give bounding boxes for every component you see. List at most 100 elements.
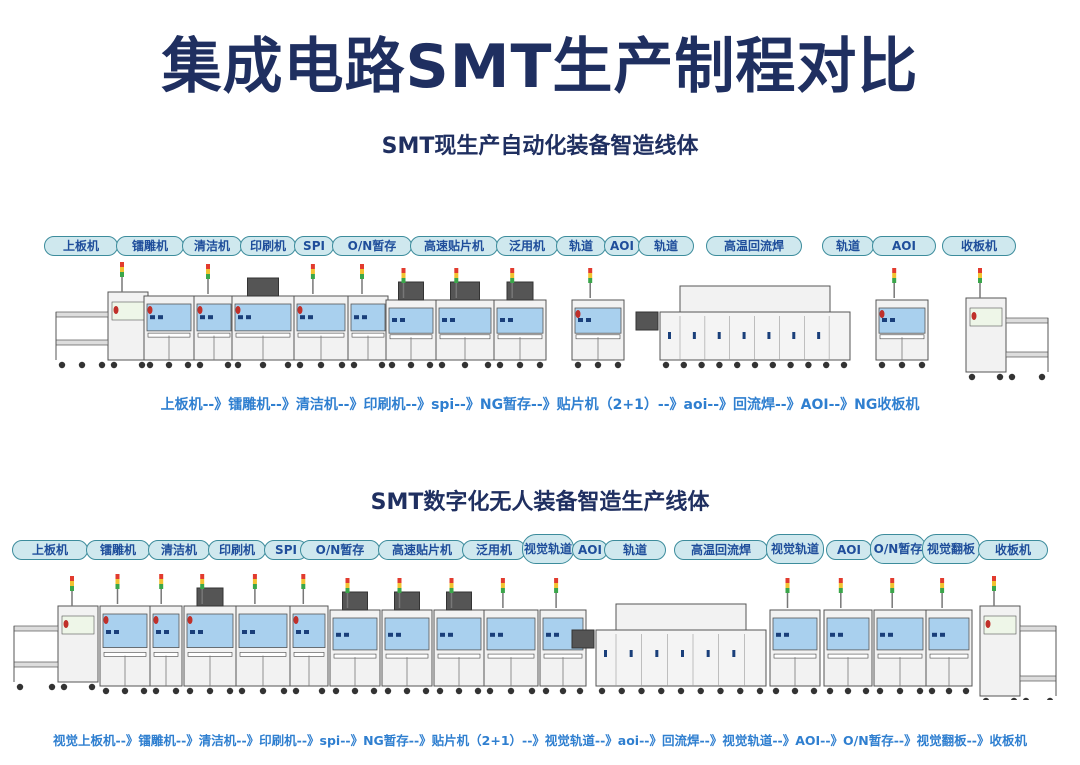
signal-lamp-yellow <box>301 579 306 584</box>
machine-indicator <box>400 318 405 322</box>
signal-lamp-yellow <box>785 583 790 588</box>
signal-lamp-red <box>785 578 790 583</box>
machine-indicator <box>156 630 161 634</box>
machine-wheel <box>426 361 434 369</box>
machine-indicator <box>114 630 119 634</box>
machine-wheel <box>165 361 173 369</box>
oven-control <box>767 332 771 339</box>
machine-wheel <box>378 361 386 369</box>
machine-stop-button <box>187 616 193 624</box>
machine-wheel <box>338 361 346 369</box>
signal-lamp-green <box>159 584 164 589</box>
machine-indicator <box>838 632 843 637</box>
machine-wheel <box>598 687 606 695</box>
line1-label: 轨道 <box>638 236 694 256</box>
placement-head <box>398 281 424 301</box>
machine-indicator <box>238 315 243 320</box>
machine-wheel <box>756 687 764 695</box>
signal-lamp-green <box>449 588 454 593</box>
line2-label: 高速贴片机 <box>378 540 466 560</box>
line2-label: 视觉轨道 <box>522 534 574 564</box>
machine-wheel <box>172 687 180 695</box>
machine-wheel <box>296 361 304 369</box>
signal-lamp-red <box>554 578 559 583</box>
line2-label: AOI <box>572 540 608 560</box>
signal-lamp-green <box>892 278 897 283</box>
machine-wheel <box>110 361 118 369</box>
machine-wheel <box>186 687 194 695</box>
oven-monitor <box>635 311 659 331</box>
machine-wheel <box>559 687 567 695</box>
signal-lamp-red <box>838 578 843 583</box>
machine-wheel <box>945 687 953 695</box>
machine-wheel <box>1022 697 1030 700</box>
machine-wheel <box>496 361 504 369</box>
signal-lamp-red <box>252 574 257 579</box>
magazine-rack <box>1005 351 1049 358</box>
line2-label: 上板机 <box>12 540 88 560</box>
machine-wheel <box>284 361 292 369</box>
line1-label: SPI <box>294 236 334 256</box>
machine-indicator <box>164 630 169 634</box>
machine-indicator <box>880 632 885 637</box>
machine-wheel <box>1046 697 1054 700</box>
machine-indicator <box>442 318 447 322</box>
signal-lamp-yellow <box>345 583 350 588</box>
machine-indicator <box>336 632 341 637</box>
oven-monitor <box>571 629 595 649</box>
machine-indicator <box>776 632 781 637</box>
line1-label: 清洁机 <box>182 236 242 256</box>
machine-wheel <box>968 373 976 381</box>
machine-wheel <box>918 361 926 369</box>
machine-indicator <box>308 315 313 320</box>
signal-lamp-yellow <box>159 579 164 584</box>
loader-panel <box>983 615 1017 635</box>
loader-panel <box>61 615 95 635</box>
machine-wheel <box>370 687 378 695</box>
signal-lamp-green <box>120 272 124 277</box>
machine-wheel <box>238 687 246 695</box>
machine-wheel <box>982 697 990 700</box>
signal-lamp-green <box>401 278 406 283</box>
machine-indicator <box>440 632 445 637</box>
line2-equipment-illustration <box>13 574 1057 700</box>
signal-lamp-green <box>360 274 364 279</box>
machine-indicator <box>498 632 503 637</box>
machine-indicator <box>296 630 301 634</box>
oven-control <box>742 332 746 339</box>
machine-wheel <box>234 361 242 369</box>
line2-label: O/N暂存 <box>870 534 926 564</box>
machine-stop-button <box>153 616 159 624</box>
machine-wheel <box>697 687 704 695</box>
machine-wheel <box>138 361 146 369</box>
line2-label: 高温回流焊 <box>674 540 768 560</box>
machine-stop-button <box>575 310 581 318</box>
line2-label: 收板机 <box>978 540 1048 560</box>
signal-lamp-green <box>500 588 505 593</box>
machine-wheel <box>898 361 906 369</box>
signal-lamp-yellow <box>206 269 210 274</box>
page-title: 集成电路SMT生产制程对比 <box>161 32 919 102</box>
signal-lamp-red <box>345 578 350 583</box>
signal-lamp-yellow <box>940 583 945 588</box>
machine-wheel <box>840 361 848 369</box>
machine-wheel <box>536 361 544 369</box>
oven-control <box>604 650 607 657</box>
signal-lamp-green <box>785 588 790 593</box>
line1-labels: 上板机 镭雕机 清洁机 印刷机 SPI O/N暂存 高速贴片机 泛用机 轨道 A… <box>0 236 1080 266</box>
machine-wheel <box>461 361 469 369</box>
machine-wheel <box>1010 697 1018 700</box>
machine-wheel <box>474 687 482 695</box>
oven-control <box>655 650 659 657</box>
signal-lamp-green <box>115 584 120 589</box>
signal-lamp-green <box>397 588 402 593</box>
oven-body <box>595 629 767 687</box>
machine-wheel <box>805 361 812 369</box>
signal-lamp-yellow <box>454 273 459 278</box>
machine-wheel <box>184 361 192 369</box>
signal-lamp-green <box>992 586 996 591</box>
machine-indicator <box>106 630 111 634</box>
signal-lamp-yellow <box>978 273 982 278</box>
machine-wheel <box>16 683 24 691</box>
signal-lamp-red <box>115 574 120 579</box>
